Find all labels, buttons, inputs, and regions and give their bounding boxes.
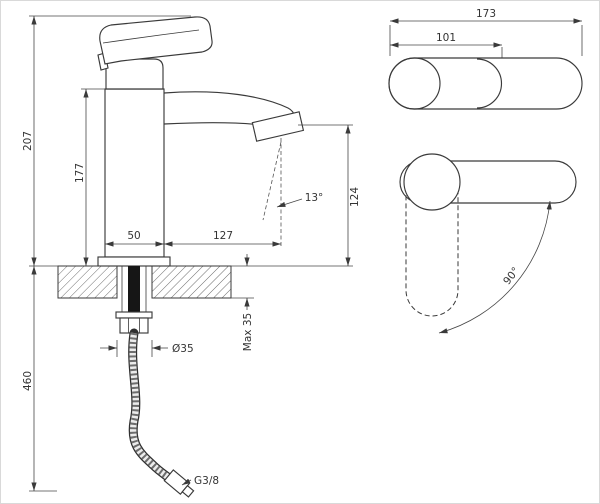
countertop-hatch-left: [57, 265, 118, 299]
lever-detail-line: [102, 29, 200, 44]
dim-base-width-label: 50: [127, 230, 140, 242]
threaded-rod: [128, 266, 140, 312]
spout-angle-label: 13°: [305, 192, 324, 204]
lever-handle: [99, 16, 213, 65]
supply-hose: [128, 328, 195, 498]
top-view: 173 101 90°: [388, 8, 583, 334]
dim-overall-height: 207: [22, 15, 191, 267]
hose-connector: [163, 469, 195, 498]
body-outline-top: [388, 57, 583, 110]
spout-top-edge: [163, 91, 296, 118]
hose-braiding: [129, 332, 176, 484]
dim-overall-height-label: 207: [22, 131, 34, 151]
dim-hose-length-label: 460: [22, 371, 34, 391]
thread-annotation: G3/8: [181, 475, 219, 487]
top-view-handle-rotated: 90°: [399, 153, 577, 334]
dim-outlet-height-label: 124: [349, 187, 361, 207]
dim-handle-length: 101: [390, 32, 503, 58]
dim-body-height-label: 177: [74, 163, 86, 183]
nut-facet-lines: [128, 318, 140, 333]
faucet-body: [104, 88, 165, 258]
handle-hub-circle: [403, 153, 461, 211]
handle-base: [105, 58, 164, 90]
dim-max-deck-thickness-label: Max 35: [242, 313, 254, 351]
dim-spout-reach-label: 127: [213, 230, 233, 242]
swivel-arc: [438, 200, 552, 334]
outlet-stream-line: [262, 141, 282, 221]
handle-end-arc-top: [476, 58, 502, 109]
dim-body-height: 177: [74, 88, 105, 266]
dim-hole-diameter-label: Ø35: [172, 343, 194, 355]
mounting-flange: [97, 256, 171, 267]
dim-overall-length: 173: [389, 8, 583, 56]
washer: [115, 311, 153, 319]
cartridge-circle-top: [388, 57, 441, 110]
dim-hose-length: 460: [22, 266, 57, 492]
aerator: [251, 111, 305, 142]
spout-bottom-edge: [163, 122, 263, 126]
thread-size-label: G3/8: [194, 475, 219, 487]
dim-handle-length-label: 101: [436, 32, 456, 44]
dim-overall-length-label: 173: [476, 8, 496, 20]
side-view: 13° 207 460 177 50 127: [22, 15, 361, 498]
dim-spout-reach: 127: [164, 230, 281, 247]
dim-base-width: 50: [105, 230, 164, 247]
faucet-outline: [97, 16, 305, 267]
spout-angle-leader: [276, 198, 303, 208]
countertop: [57, 265, 232, 299]
swivel-angle-label: 90°: [501, 265, 522, 287]
dim-max-deck-thickness: Max 35: [231, 254, 254, 351]
dim-hole-diameter: Ø35: [100, 340, 194, 357]
countertop-hatch-right: [151, 265, 232, 299]
thread-leader: [181, 478, 192, 486]
dim-outlet-height: 124: [231, 124, 361, 267]
outlet-angle-annotation: 13°: [262, 138, 324, 248]
fixing-set: [115, 266, 153, 334]
top-view-handle-aligned: [388, 57, 583, 110]
